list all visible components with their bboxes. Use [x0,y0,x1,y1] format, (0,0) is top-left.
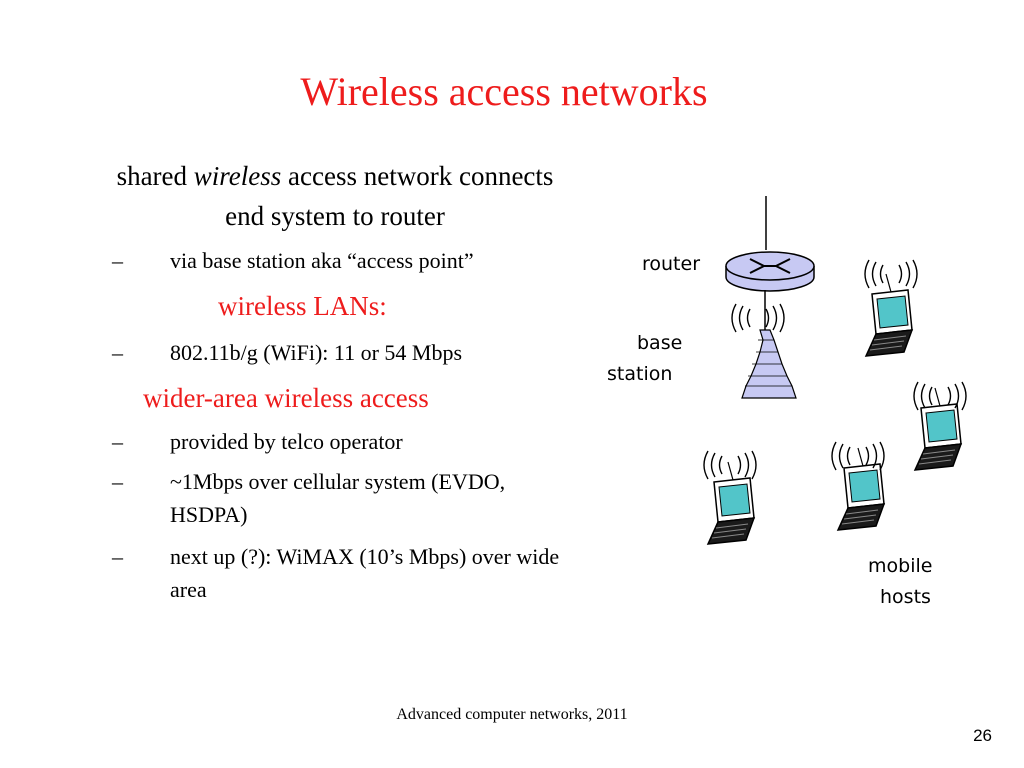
intro-pre: shared [116,161,194,191]
base-station-waves-icon [731,303,785,333]
bullet-text: ~1Mbps over cellular system (EVDO, HSDPA… [170,469,506,527]
laptop-icon-1 [865,273,913,357]
waves-icon-4 [703,450,757,480]
intro-emphasis: wireless [193,161,282,191]
mobile-label-line1: mobile [868,555,933,577]
bullet-text: via base station aka “access point” [170,248,474,273]
router-icon [725,251,815,292]
bullet-dash: – [112,429,123,454]
bullet-text: provided by telco operator [170,429,403,454]
waves-icon-1 [864,259,918,289]
bullet-dash: – [112,544,123,569]
intro-post: access network connects end system to ro… [225,161,554,231]
section-head-wlan: wireless LANs: [218,291,387,321]
footer-text: Advanced computer networks, 2011 [396,706,628,723]
page-number: 26 [973,726,992,745]
base-station-icon [741,290,797,399]
slide-title: Wireless access networks [300,69,708,114]
bullet-dash: – [112,469,123,494]
bullet-text: 802.11b/g (WiFi): 11 or 54 Mbps [170,340,463,365]
bullet-dash: – [112,248,123,273]
bullet-text: next up (?): WiMAX (10’s Mbps) over wide… [170,544,560,602]
mobile-label-line2: hosts [880,586,931,608]
base-label-line1: base [637,332,683,354]
base-label-line2: station [607,363,673,385]
intro-text: shared wireless access network connects … [100,156,570,236]
router-label: router [642,253,701,275]
section-head-wide-area: wider-area wireless access [143,383,429,413]
laptop-icon-3 [837,447,885,531]
bullet-dash: – [112,340,123,365]
